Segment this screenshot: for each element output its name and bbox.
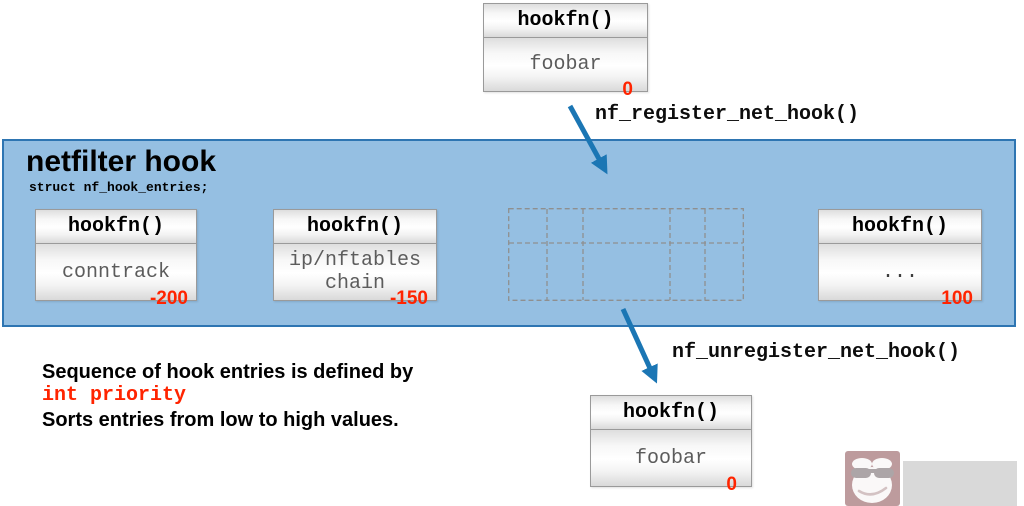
nftables-entry-fn-label: hookfn() [274, 210, 436, 244]
pending-entry-fn-label: hookfn() [484, 4, 647, 38]
conntrack-entry-fn-label: hookfn() [36, 210, 196, 244]
removed-entry-box: hookfn() foobar 0 [590, 395, 752, 494]
note-line-1: Sequence of hook entries is defined by [42, 361, 414, 383]
pending-entry-box: hookfn() foobar 0 [483, 3, 648, 99]
removed-entry-priority-value: 0 [726, 474, 737, 495]
nftables-entry-priority-value: -150 [389, 288, 428, 309]
removed-entry-fn-label: hookfn() [591, 396, 751, 430]
region-title: netfilter hook [26, 145, 217, 178]
region-subtitle: struct nf_hook_entries; [29, 180, 209, 195]
mascot-logo-icon [845, 451, 1017, 506]
more-entries-priority-value: 100 [941, 288, 973, 309]
register-fn-label: nf_register_net_hook() [595, 103, 860, 126]
note-priority-code: int priority [42, 384, 187, 407]
removed-entry-owner-label: foobar [591, 430, 751, 486]
dashed-slot-grid-icon [508, 208, 744, 301]
more-entries-fn-label: hookfn() [819, 210, 981, 244]
more-entries-owner-label: ... [819, 244, 981, 300]
pending-entry-owner-label: foobar [484, 38, 647, 91]
note-line-2: Sorts entries from low to high values. [42, 409, 399, 431]
more-entries-box: hookfn() ... 100 [818, 209, 982, 308]
conntrack-entry-owner-label: conntrack [36, 244, 196, 300]
pending-entry-priority-value: 0 [622, 79, 633, 100]
priority-note: Sequence of hook entries is defined by i… [42, 360, 413, 432]
nftables-entry-owner-label: ip/nftables chain [274, 244, 436, 300]
conntrack-entry-box: hookfn() conntrack -200 [35, 209, 197, 308]
nftables-entry-box: hookfn() ip/nftables chain -150 [273, 209, 437, 308]
conntrack-entry-priority-value: -200 [149, 288, 188, 309]
unregister-fn-label: nf_unregister_net_hook() [672, 341, 961, 364]
